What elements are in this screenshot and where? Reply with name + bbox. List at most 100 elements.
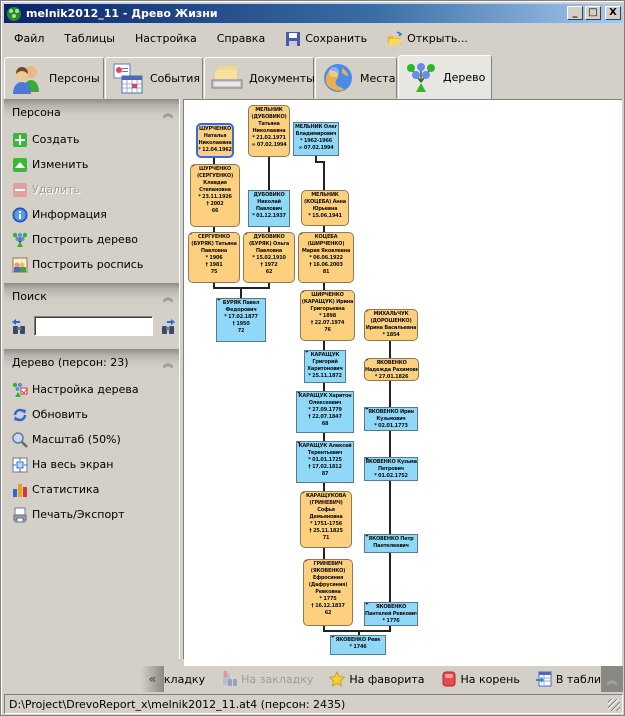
collapse-icon[interactable]: ︽: [163, 292, 173, 304]
search-input[interactable]: [34, 316, 153, 336]
collapse-icon[interactable]: ︽: [163, 358, 173, 370]
menu-tables[interactable]: Таблицы: [64, 32, 115, 45]
info-button[interactable]: Информация: [4, 202, 179, 227]
person-section-header[interactable]: Персона ︽: [4, 99, 179, 125]
collapse-icon[interactable]: ︽: [163, 108, 173, 120]
menu-help[interactable]: Справка: [216, 32, 266, 45]
tab-documents[interactable]: Документы: [204, 57, 315, 99]
tree-node[interactable]: ЯКОВЕНКО Ревк* 1746: [330, 635, 386, 655]
build-report-button[interactable]: Построить роспись: [4, 252, 179, 277]
close-button[interactable]: X: [605, 6, 621, 20]
chart-icon: [12, 482, 28, 498]
bottom-collapse-button[interactable]: ︽: [601, 666, 623, 692]
root-button[interactable]: На корень: [433, 666, 528, 692]
tree-section-header[interactable]: Дерево (персон: 23) ︽: [4, 349, 179, 375]
tree-node-line: БУРЯК Павел: [222, 300, 260, 306]
bookmark-button[interactable]: На закладку: [213, 666, 321, 692]
to-table-button[interactable]: В таблицу: [528, 666, 623, 692]
menu-file[interactable]: Файл: [14, 32, 45, 45]
tree-node-line: † 1972: [260, 262, 278, 268]
print-export-label: Печать/Экспорт: [32, 508, 125, 521]
tree-node-line: Кузьмович: [376, 416, 406, 422]
tree-node[interactable]: КОЦЕБА(ШИРЧЕНКО)Мария Яковлевна* 06.06.1…: [298, 232, 354, 283]
info-label: Информация: [32, 208, 107, 221]
tree-node-line: 66: [211, 208, 219, 214]
tree-node-line: † 25.11.1825: [309, 528, 343, 534]
refresh-label: Обновить: [32, 408, 88, 421]
tree-node[interactable]: МИХАЛЬЧУК(ДОРОШЕНКО)Ирина Васильевна* 18…: [364, 309, 418, 341]
bookmark-truncated-button[interactable]: кладку: [164, 666, 213, 692]
tree-node-line: Клавдия: [203, 180, 227, 186]
create-person-button[interactable]: Создать: [4, 127, 179, 152]
edit-person-button[interactable]: Изменить: [4, 152, 179, 177]
tab-places[interactable]: Места: [315, 57, 397, 99]
tree-settings-button[interactable]: Настройка дерева: [4, 377, 179, 402]
person-section-title: Персона: [12, 105, 61, 119]
resize-grip[interactable]: [608, 699, 620, 711]
search-prev-icon[interactable]: [10, 317, 28, 335]
zoom-icon: [12, 431, 28, 448]
tree-node-line: † 2002: [206, 201, 224, 207]
tree-node-line: (ГРИНЕВИЧ): [309, 500, 343, 506]
tree-node-line: Юрьевна: [312, 206, 338, 212]
build-tree-button[interactable]: Построить дерево: [4, 227, 179, 252]
tree-node-line: ГРИНЕВИЧ: [313, 561, 343, 567]
delete-person-button[interactable]: Удалить: [4, 177, 179, 202]
main-tabs: Персоны События Документы Места Дерево: [4, 55, 623, 100]
tree-node-line: * 23.11.1926: [198, 194, 232, 200]
minimize-button[interactable]: _: [567, 6, 583, 20]
tree-node-line: * 27.01.1826: [374, 374, 409, 380]
tab-persons[interactable]: Персоны: [4, 57, 104, 99]
statistics-button[interactable]: Статистика: [4, 477, 179, 502]
tree-node-line: 76: [324, 327, 331, 333]
scroll-left-button[interactable]: «: [141, 666, 164, 692]
open-button[interactable]: Открыть...: [377, 28, 478, 50]
refresh-button[interactable]: Обновить: [4, 402, 179, 427]
tree-node[interactable]: ГРИНЕВИЧ(ЯКОВЕНКО)Ефросиния(Дафрусиния)Р…: [303, 559, 353, 626]
search-next-icon[interactable]: [159, 317, 177, 335]
zoom-button[interactable]: Масштаб (50%): [4, 427, 179, 452]
tree-node-line: Павловна: [255, 248, 283, 254]
tree-node-line: (КАРАЩУК) Ирина: [301, 299, 354, 305]
search-section-header[interactable]: Поиск ︽: [4, 283, 179, 309]
menu-settings[interactable]: Настройка: [135, 32, 197, 45]
maximize-button[interactable]: □: [585, 6, 601, 20]
bookmark-truncated-label: кладку: [163, 672, 206, 686]
fullscreen-button[interactable]: На весь экран: [4, 452, 179, 477]
tree-node-line: Петрович: [378, 466, 404, 472]
to-table-label: В таблицу: [555, 672, 615, 686]
tree-node-line: Пантелей Ревкович: [365, 611, 418, 617]
print-export-button[interactable]: Печать/Экспорт: [4, 502, 179, 527]
tree-node-line: Ревковна: [315, 589, 341, 595]
tree-node-line: (ДОРОШЕНКО): [370, 318, 412, 324]
tab-events[interactable]: События: [105, 57, 203, 99]
save-button[interactable]: Сохранить: [275, 28, 377, 50]
favorite-button[interactable]: На фаворита: [321, 666, 432, 692]
tree-node-line: ДУБОВИКО: [253, 234, 285, 240]
persons-icon: [11, 62, 43, 94]
panel-splitter[interactable]: [179, 99, 184, 659]
tab-persons-label: Персоны: [49, 71, 100, 85]
tab-tree[interactable]: Дерево: [398, 55, 492, 100]
tree-node-line: Олексеевич: [308, 400, 342, 406]
